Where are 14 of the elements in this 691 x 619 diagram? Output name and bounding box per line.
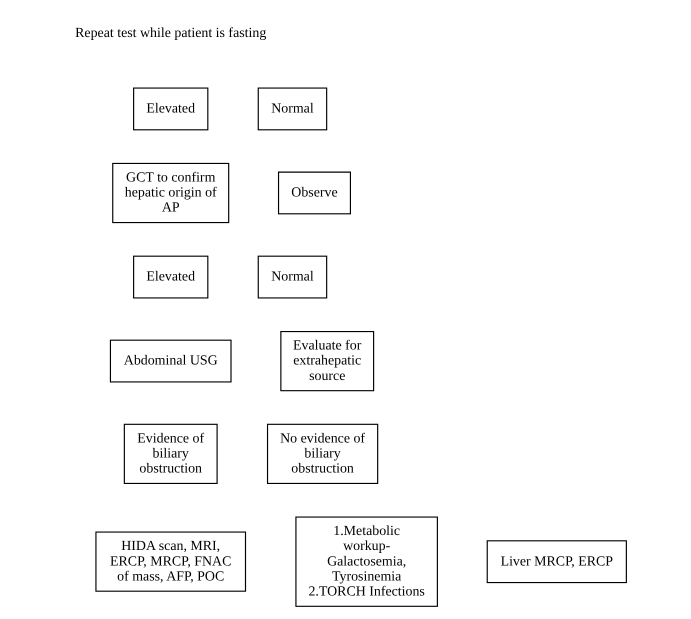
node-box: Elevated [133, 87, 208, 130]
node-box: No evidence of biliary obstruction [266, 424, 378, 484]
node-box: Elevated [133, 256, 208, 298]
node-box: Normal [258, 256, 328, 298]
node-box: Evaluate for extrahepatic source [280, 330, 374, 392]
node-box: Liver MRCP, ERCP [486, 540, 627, 584]
node-box: Abdominal USG [110, 340, 232, 383]
node-text: Repeat test while patient is fasting [75, 26, 266, 42]
node-box: HIDA scan, MRI, ERCP, MRCP, FNAC of mass, AFP, POC [95, 532, 246, 592]
node-box: Evidence of biliary obstruction [124, 424, 218, 484]
node-box: GCT to confirm hepatic origin of AP [112, 162, 230, 224]
node-box: 1.Metabolic workup- Galactosemia, Tyrosinemia 2.TORCH Infections [295, 516, 438, 607]
node-box: Normal [258, 87, 328, 130]
node-box: Observe [278, 172, 351, 214]
